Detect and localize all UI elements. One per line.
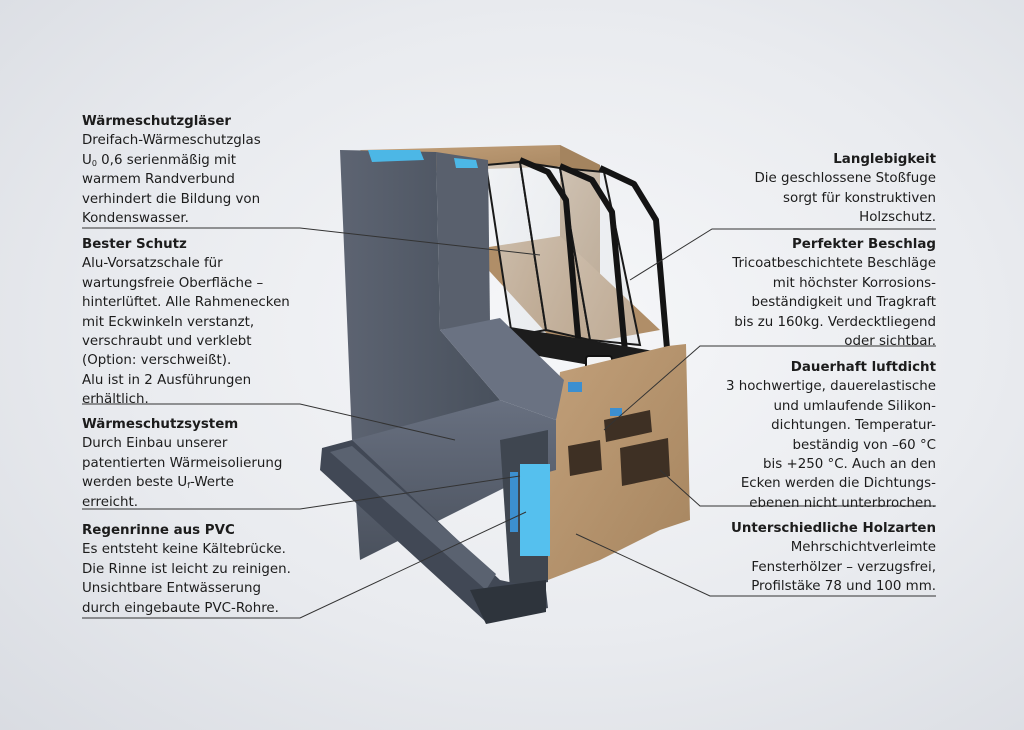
insulation-block <box>520 464 550 556</box>
callout-line: Tricoatbeschichtete Beschläge <box>732 256 936 272</box>
alu-sill-top <box>330 446 496 590</box>
callout-line: beständig von –60 °C <box>792 437 936 453</box>
callout-line: Ecken werden die Dichtungs- <box>740 476 936 492</box>
callout-perfekter-beschlag: Perfekter Beschlag Tricoatbeschichtete B… <box>732 235 936 351</box>
callout-regenrinne: Regenrinne aus PVC Es entsteht keine Käl… <box>82 521 291 618</box>
callout-line: Es entsteht keine Kältebrücke. <box>82 542 286 558</box>
leader-dauerhaft-luftdicht <box>659 469 936 507</box>
leader-regenrinne <box>82 511 527 619</box>
callout-line: bis zu 160kg. Verdecktliegend <box>734 314 936 330</box>
callout-line: bis +250 °C. Auch an den <box>763 457 936 473</box>
subscript: 0 <box>91 158 97 168</box>
callout-line: warmem Randverbund <box>82 172 235 188</box>
callout-title: Regenrinne aus PVC <box>82 523 235 538</box>
callout-holzarten: Unterschiedliche Holzarten Mehrschichtve… <box>731 519 936 597</box>
callout-line: ebenen nicht unterbrochen. <box>749 495 936 511</box>
callout-line: erreicht. <box>82 494 139 510</box>
callout-langlebigkeit: Langlebigkeit Die geschlossene Stoßfuge … <box>755 150 937 228</box>
callout-line: mit Eckwinkeln verstanzt, <box>82 314 255 330</box>
callout-line: dichtungen. Temperatur- <box>771 418 936 434</box>
callout-line: hinterlüftet. Alle Rahmenecken <box>82 295 290 311</box>
callout-waermeschutzsystem: Wärmeschutzsystem Durch Einbau unserer p… <box>82 415 282 512</box>
leader-lines <box>82 227 936 619</box>
callout-line: wartungsfreie Oberfläche – <box>82 275 264 291</box>
callout-line: Durch Einbau unserer <box>82 436 228 452</box>
alu-vertical-inner <box>436 152 490 330</box>
callout-line: Mehrschichtverleimte <box>790 540 936 556</box>
callout-line: mit höchster Korrosions- <box>772 275 936 291</box>
callout-line: erhältlich. <box>82 392 149 408</box>
subscript: f <box>187 481 191 491</box>
callout-title: Wärmeschutzgläser <box>82 114 232 129</box>
leader-holzarten <box>575 533 936 597</box>
callout-line: verhindert die Bildung von <box>82 191 261 207</box>
callout-title: Perfekter Beschlag <box>791 237 936 252</box>
insulation-strip <box>510 472 518 532</box>
callout-line-u0: U0 0,6 serienmäßig mit <box>82 152 237 168</box>
callout-line: patentierten Wärmeisolierung <box>82 455 283 471</box>
callout-line: Dreifach-Wärmeschutzglas <box>82 133 261 149</box>
callout-bester-schutz: Bester Schutz Alu-Vorsatzschale für wart… <box>82 235 290 410</box>
callout-line: oder sichtbar. <box>844 334 936 350</box>
callout-line: verschraubt und verklebt <box>82 334 252 350</box>
leader-bester-schutz <box>82 403 456 441</box>
leader-langlebigkeit <box>629 228 936 281</box>
rain-gutter <box>470 580 546 624</box>
callout-line: Kondenswasser. <box>82 211 189 227</box>
alu-sash-top <box>440 318 564 420</box>
callout-line: Fensterhölzer – verzugsfrei, <box>751 559 936 575</box>
callout-line: Alu ist in 2 Ausführungen <box>82 372 252 388</box>
wood-cross-section <box>544 344 690 580</box>
leader-perfekter-beschlag <box>603 345 936 431</box>
callout-line: (Option: verschweißt). <box>82 353 232 369</box>
callout-line: und umlaufende Silikon- <box>773 398 936 414</box>
callout-title: Wärmeschutzsystem <box>82 417 239 432</box>
callout-line: sorgt für konstruktiven <box>783 190 936 206</box>
glass-edge-profile <box>518 157 671 363</box>
insulation-top <box>368 150 424 162</box>
callout-line: beständigkeit und Tragkraft <box>751 295 936 311</box>
gasket-2 <box>610 408 622 416</box>
alu-vertical-frame <box>340 150 500 440</box>
callout-waermeschutzglaeser: Wärmeschutzgläser Dreifach-Wärmeschutzgl… <box>82 112 261 228</box>
callout-line: Die Rinne ist leicht zu reinigen. <box>82 561 291 577</box>
callout-line: 3 hochwertige, dauerelastische <box>725 379 936 395</box>
callout-title: Langlebigkeit <box>833 152 936 167</box>
callout-dauerhaft-luftdicht: Dauerhaft luftdicht 3 hochwertige, dauer… <box>726 358 936 513</box>
callout-line: Die geschlossene Stoßfuge <box>754 171 937 187</box>
insulation-top-2 <box>454 158 478 168</box>
leader-waermeschutzsystem <box>82 475 521 510</box>
gasket-1 <box>568 382 582 392</box>
callout-title: Dauerhaft luftdicht <box>790 360 936 375</box>
callout-line: Alu-Vorsatzschale für <box>82 256 223 272</box>
wood-grooves <box>568 410 670 486</box>
callout-title: Bester Schutz <box>82 237 187 252</box>
callout-line: Profilstäke 78 und 100 mm. <box>751 579 936 595</box>
callout-line: durch eingebaute PVC-Rohre. <box>82 600 279 616</box>
callout-line: Unsichtbare Entwässerung <box>82 581 262 597</box>
callout-line-uf: werden beste Uf-Werte <box>82 475 235 491</box>
callout-title: Unterschiedliche Holzarten <box>730 521 936 536</box>
leader-waermeschutzglaeser <box>82 227 541 256</box>
callout-line: Holzschutz. <box>859 210 936 226</box>
